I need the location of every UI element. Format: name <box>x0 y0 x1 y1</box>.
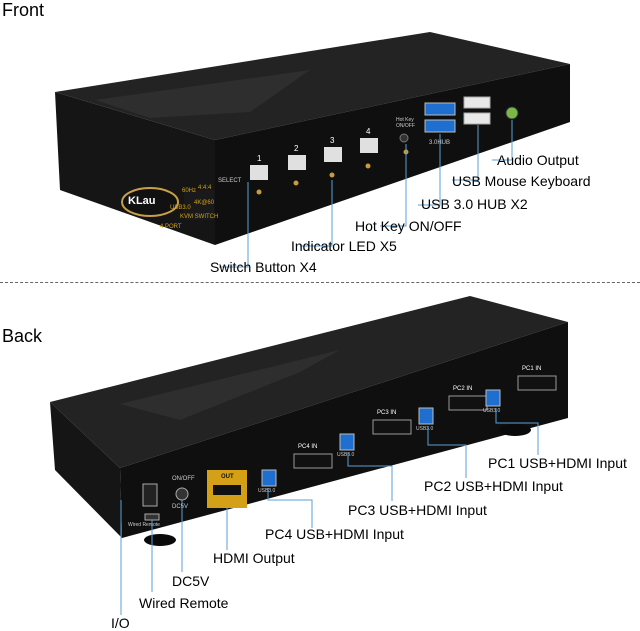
select-label: SELECT <box>218 178 242 184</box>
hotkey-panel-label: Hot Key ON/OFF <box>396 117 415 129</box>
badge-4k60: 4K@60 <box>194 200 215 206</box>
power-panel-label: ON/OFF <box>172 476 195 482</box>
callout-usb-mouse-keyboard: USB Mouse Keyboard <box>452 173 591 189</box>
callout-hot-key: Hot Key ON/OFF <box>355 218 462 234</box>
switch-button-4 <box>360 138 378 153</box>
dc-panel-label: DC5V <box>172 504 189 510</box>
port-pc2-label: PC2 IN <box>453 386 473 392</box>
back-section-title: Back <box>2 326 43 346</box>
callout-indicator-led: Indicator LED X5 <box>291 238 397 254</box>
badge-kvm-switch: KVM SWITCH <box>180 214 219 220</box>
usb-label-pc4: USB3.0 <box>258 488 276 494</box>
usb-label-pc3: USB3.0 <box>337 452 355 458</box>
port-pc3-label: PC3 IN <box>377 410 397 416</box>
switch-button-3 <box>324 147 342 162</box>
button-number-3: 3 <box>330 136 335 145</box>
switch-button-2 <box>288 155 306 170</box>
callout-switch-button: Switch Button X4 <box>210 259 317 275</box>
badge-usb30: USB3.0 <box>170 205 191 211</box>
usb-label-pc1: USB3.0 <box>483 408 501 414</box>
callout-usb-hub: USB 3.0 HUB X2 <box>421 196 528 212</box>
button-number-2: 2 <box>294 144 299 153</box>
port-pc4-label: PC4 IN <box>298 444 318 450</box>
remote-panel-label: Wired Remote <box>128 522 160 528</box>
badge-444: 4:4:4 <box>198 185 212 191</box>
callout-audio-output: Audio Output <box>497 152 579 168</box>
usb-label-pc2: USB3.0 <box>416 426 434 432</box>
callout-pc3-input: PC3 USB+HDMI Input <box>348 502 487 518</box>
button-number-4: 4 <box>366 127 371 136</box>
front-section-title: Front <box>2 0 45 20</box>
brand-logo: KLau <box>128 195 156 207</box>
port-pc1-label: PC1 IN <box>522 366 542 372</box>
callout-dc5v: DC5V <box>172 573 210 589</box>
button-number-1: 1 <box>257 154 262 163</box>
callout-io: I/O <box>111 615 130 631</box>
callout-hdmi-output: HDMI Output <box>213 550 295 566</box>
callout-pc4-input: PC4 USB+HDMI Input <box>265 526 404 542</box>
section-divider <box>0 282 640 283</box>
switch-button-1 <box>250 165 268 180</box>
callout-pc2-input: PC2 USB+HDMI Input <box>424 478 563 494</box>
port-out-label: OUT <box>221 474 234 480</box>
badge-60hz: 60Hz <box>182 188 197 194</box>
callout-pc1-input: PC1 USB+HDMI Input <box>488 455 627 471</box>
badge-4port: 4 PORT <box>160 224 182 230</box>
callout-wired-remote: Wired Remote <box>139 595 229 611</box>
